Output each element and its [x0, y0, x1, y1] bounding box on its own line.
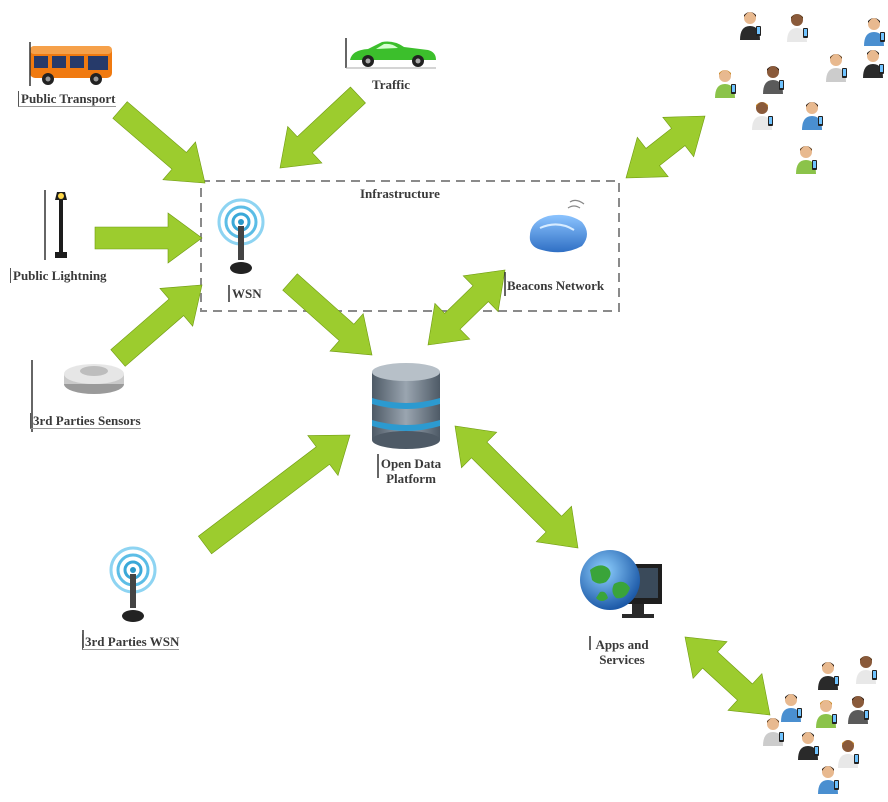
- person-icon: [826, 54, 847, 82]
- person-icon: [763, 718, 784, 746]
- label-3rd-parties-sensors: 3rd Parties Sensors: [30, 413, 141, 429]
- car-icon: [345, 38, 436, 69]
- label-open-data-line1: Open Data: [380, 456, 442, 471]
- person-icon: [787, 14, 808, 42]
- label-traffic: Traffic: [372, 77, 411, 92]
- person-icon: [752, 102, 773, 130]
- label-public-transport: Public Transport: [18, 91, 116, 107]
- arrow-3rd-parties-wsn: [197, 434, 351, 555]
- label-public-lightning: Public Lightning: [10, 268, 107, 283]
- arrow-3rd-parties-sensors: [110, 284, 203, 367]
- arrow-platform-apps: [454, 425, 579, 549]
- arrow-public-lightning: [94, 212, 203, 264]
- label-apps-and-services: Apps and Services: [590, 637, 654, 667]
- person-icon: [802, 102, 823, 130]
- wireless-antenna-icon: [109, 546, 157, 622]
- label-infrastructure: Infrastructure: [360, 186, 440, 201]
- arrow-wsn-to-platform: [282, 273, 373, 356]
- person-icon: [763, 66, 784, 94]
- person-icon: [818, 766, 839, 794]
- infrastructure-box: [200, 180, 620, 312]
- globe-monitor-icon: [580, 550, 662, 618]
- person-icon: [715, 70, 736, 98]
- bus-icon: [29, 42, 112, 86]
- arrow-traffic: [279, 86, 366, 169]
- person-icon: [816, 700, 837, 728]
- arrow-beacons-platform: [427, 269, 506, 346]
- person-icon: [798, 732, 819, 760]
- label-apps-line1: Apps and: [595, 637, 649, 652]
- person-icon: [856, 656, 877, 684]
- wireless-antenna-icon: [217, 198, 265, 274]
- label-beacons-network: Beacons Network: [507, 278, 605, 293]
- label-open-data-line2: Platform: [386, 471, 436, 486]
- label-apps-line2: Services: [599, 652, 645, 667]
- smoke-sensor-icon: [31, 360, 124, 432]
- person-icon: [838, 740, 859, 768]
- person-icon: [863, 50, 884, 78]
- arrows: [94, 86, 771, 716]
- people-icon: [763, 656, 877, 794]
- label-wsn: WSN: [232, 286, 262, 301]
- person-icon: [848, 696, 869, 724]
- person-icon: [740, 12, 761, 40]
- person-icon: [864, 18, 885, 46]
- beacon-icon: [529, 199, 587, 253]
- people-icon: [715, 12, 885, 174]
- person-icon: [818, 662, 839, 690]
- person-icon: [796, 146, 817, 174]
- arrow-apps-people: [684, 636, 771, 716]
- arrow-public-transport: [112, 101, 206, 184]
- person-icon: [781, 694, 802, 722]
- street-lamp-icon: [44, 190, 67, 260]
- label-open-data-platform: Open Data Platform: [376, 456, 446, 486]
- database-icon: [372, 363, 440, 449]
- label-3rd-parties-wsn: 3rd Parties WSN: [82, 634, 180, 650]
- arrow-people-top: [625, 115, 706, 179]
